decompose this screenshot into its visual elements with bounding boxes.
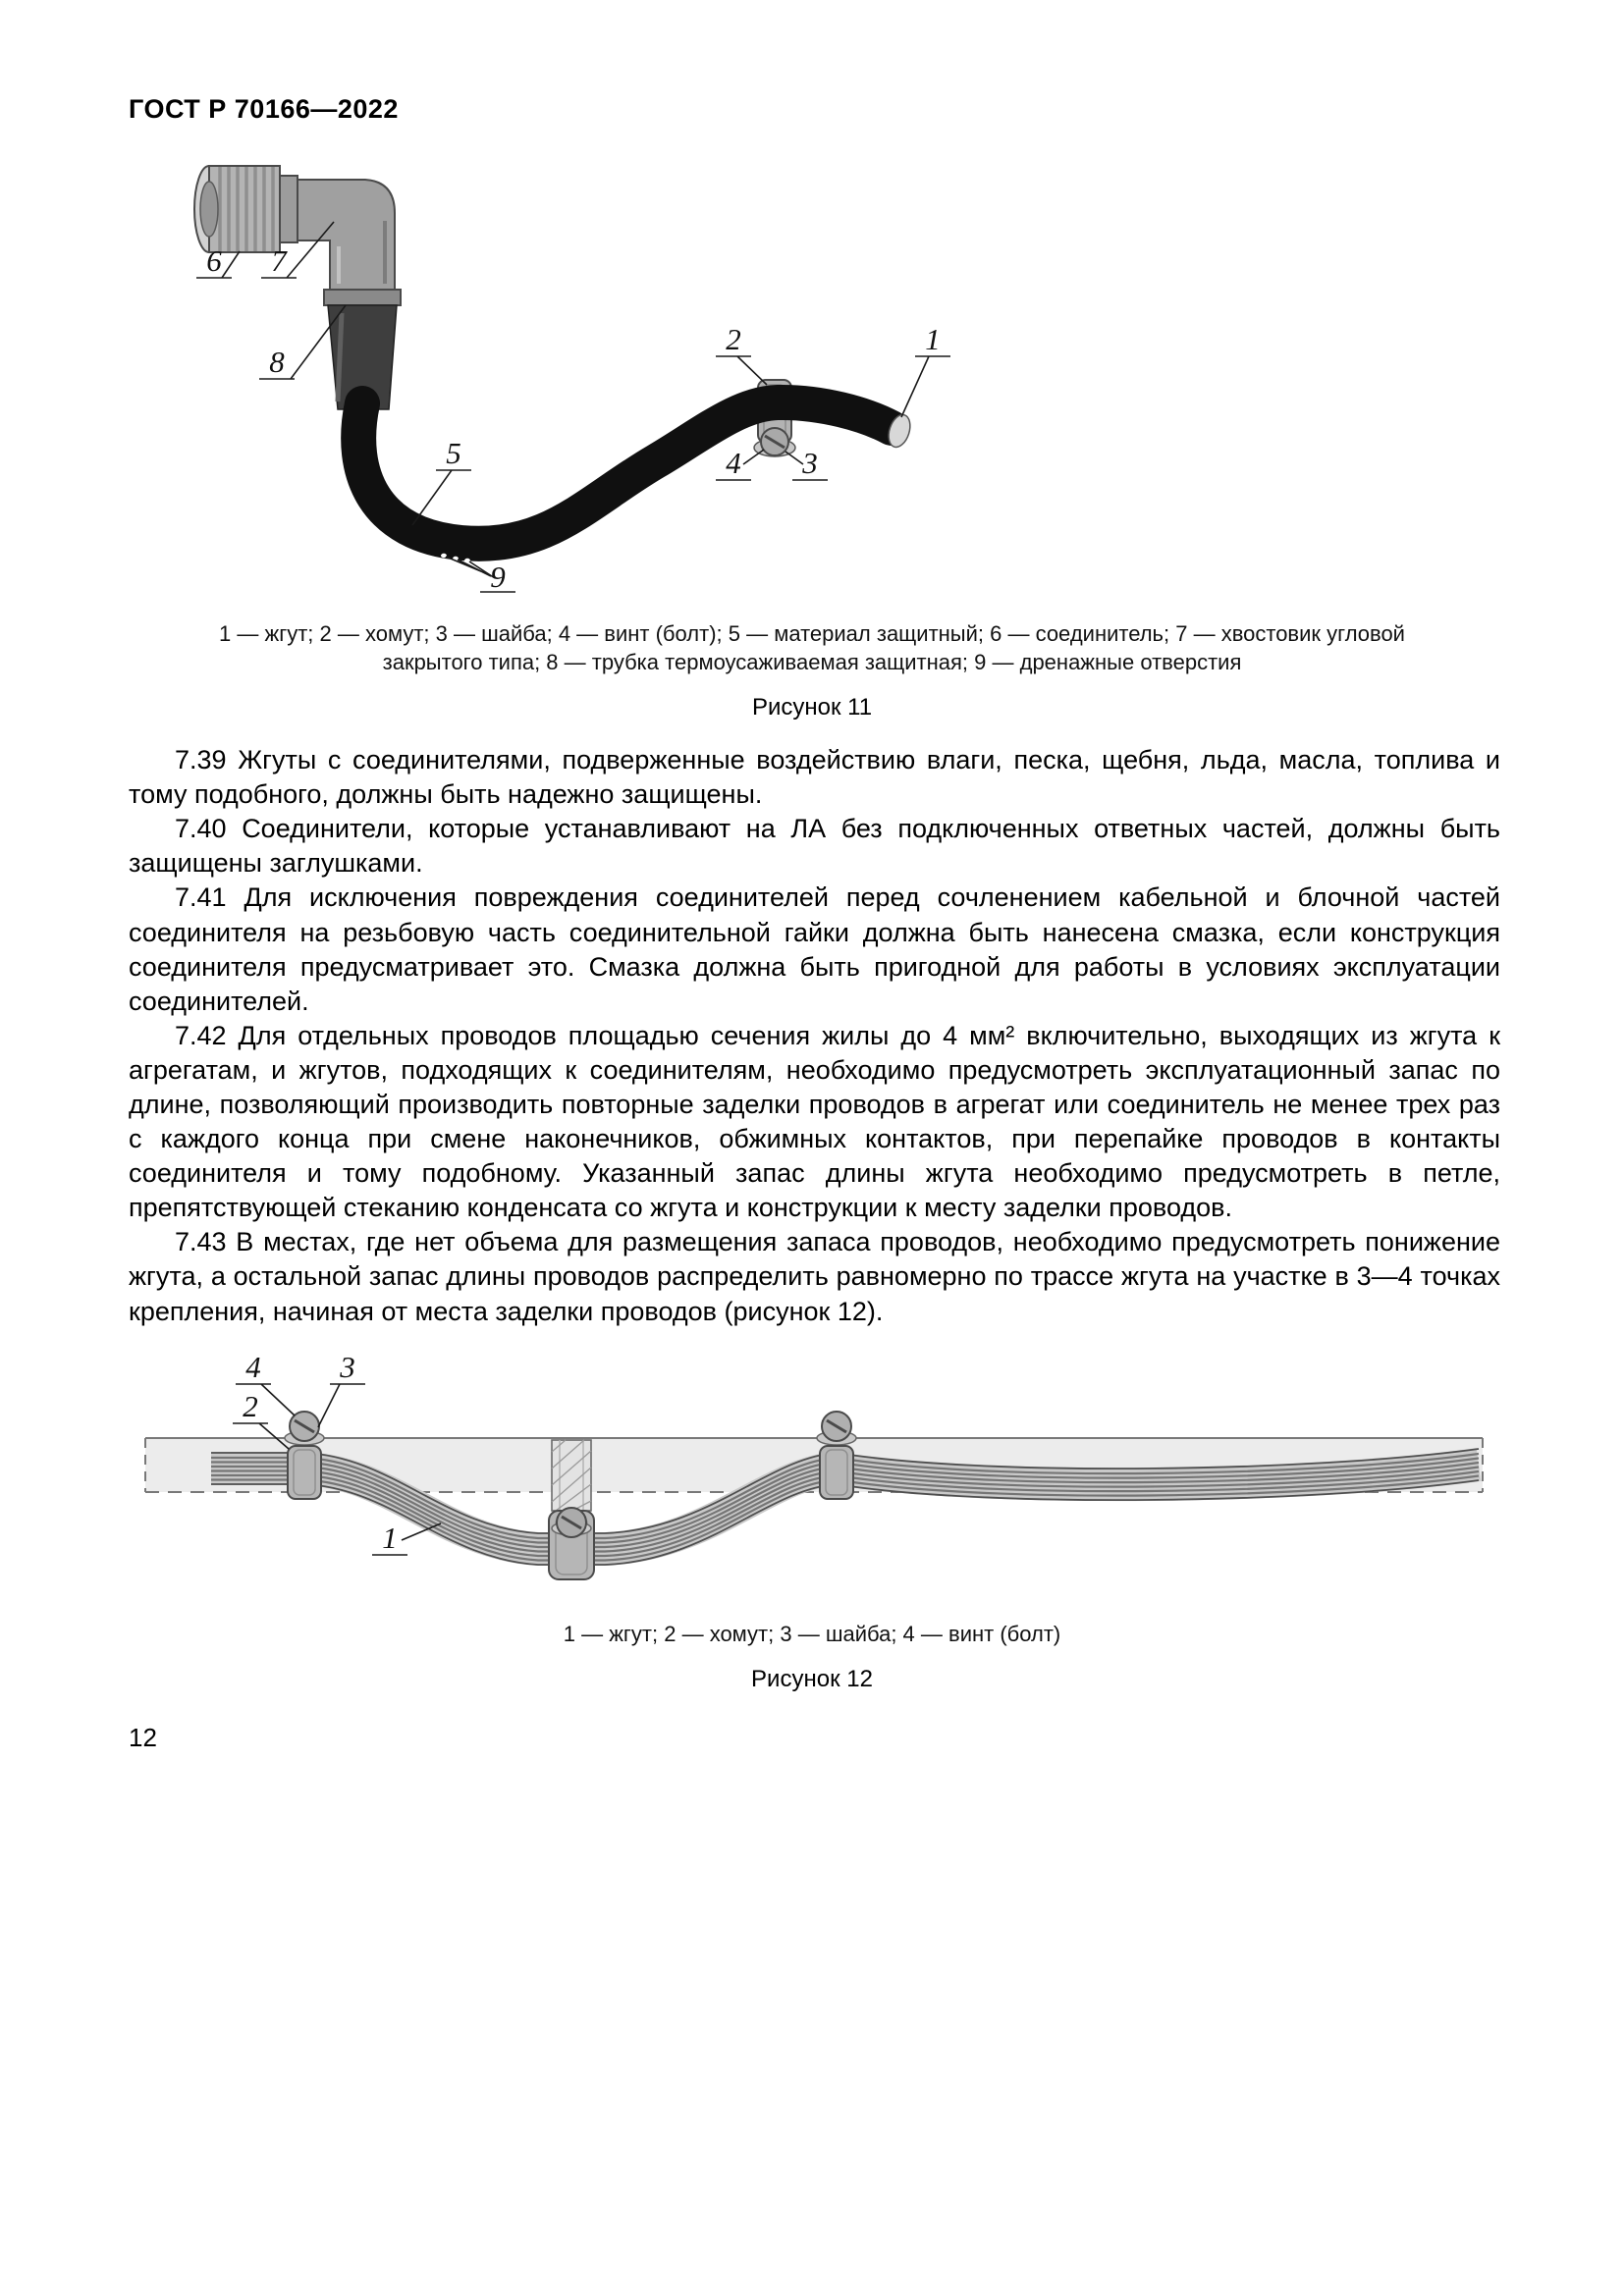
callout-1: 1 [372, 1521, 442, 1556]
svg-text:7: 7 [271, 243, 288, 278]
svg-text:6: 6 [206, 243, 222, 278]
body-text: 7.39 Жгуты с соединителями, подверженные… [129, 743, 1500, 1329]
callout-9: 9 [445, 556, 515, 594]
callout-5: 5 [411, 436, 471, 526]
connector-body [193, 165, 298, 253]
center-bracket [551, 1438, 592, 1512]
screw [760, 427, 789, 456]
svg-text:5: 5 [446, 436, 461, 470]
callout-2: 2 [233, 1389, 290, 1450]
callout-6: 6 [196, 243, 241, 279]
svg-text:2: 2 [243, 1389, 258, 1423]
paragraph-7-41: 7.41 Для исключения повреждения соединит… [129, 882, 1500, 1016]
svg-text:4: 4 [726, 446, 741, 480]
callout-1: 1 [900, 322, 950, 418]
svg-text:4: 4 [245, 1355, 261, 1384]
figure-11-caption: Рисунок 11 [751, 694, 873, 721]
right-clamp [816, 1410, 857, 1500]
svg-text:2: 2 [726, 322, 741, 356]
callout-2: 2 [716, 322, 768, 386]
figure-11-legend: 1 — жгут; 2 — хомут; 3 — шайба; 4 — винт… [219, 621, 1405, 675]
figure-11-drawing: 6 7 8 5 9 2 1 4 [193, 165, 950, 594]
figure-12-legend: 1 — жгут; 2 — хомут; 3 — шайба; 4 — винт… [563, 1621, 1061, 1646]
paragraph-7-40: 7.40 Соединители, которые устанавливают … [129, 814, 1500, 879]
heat-shrink-tube [327, 304, 398, 410]
callout-3: 3 [785, 446, 828, 481]
figure-12-caption: Рисунок 12 [751, 1665, 873, 1692]
figure-12-drawing: 4 3 2 1 [144, 1355, 1624, 1580]
document-code-header: ГОСТ Р 70166—2022 [129, 94, 399, 124]
svg-text:1: 1 [925, 322, 941, 356]
svg-text:9: 9 [490, 560, 506, 594]
left-clamp [284, 1410, 325, 1500]
paragraph-7-39: 7.39 Жгуты с соединителями, подверженные… [129, 745, 1500, 810]
harness-end-tip [888, 413, 911, 449]
svg-text:1: 1 [382, 1521, 398, 1555]
callout-7: 7 [261, 221, 335, 279]
svg-text:3: 3 [339, 1355, 355, 1384]
callout-4: 4 [716, 446, 765, 481]
paragraph-7-42: 7.42 Для отдельных проводов площадью сеч… [129, 1020, 1500, 1223]
callout-4: 4 [236, 1355, 296, 1416]
callout-3: 3 [317, 1355, 365, 1428]
paragraph-7-43: 7.43 В местах, где нет объема для размещ… [129, 1227, 1500, 1326]
callout-8: 8 [259, 304, 347, 380]
center-clamp [548, 1506, 595, 1580]
svg-text:3: 3 [801, 446, 818, 480]
harness-cable [341, 384, 911, 561]
page-number: 12 [129, 1722, 157, 1752]
angled-backshell [297, 179, 402, 306]
svg-text:8: 8 [269, 345, 285, 379]
